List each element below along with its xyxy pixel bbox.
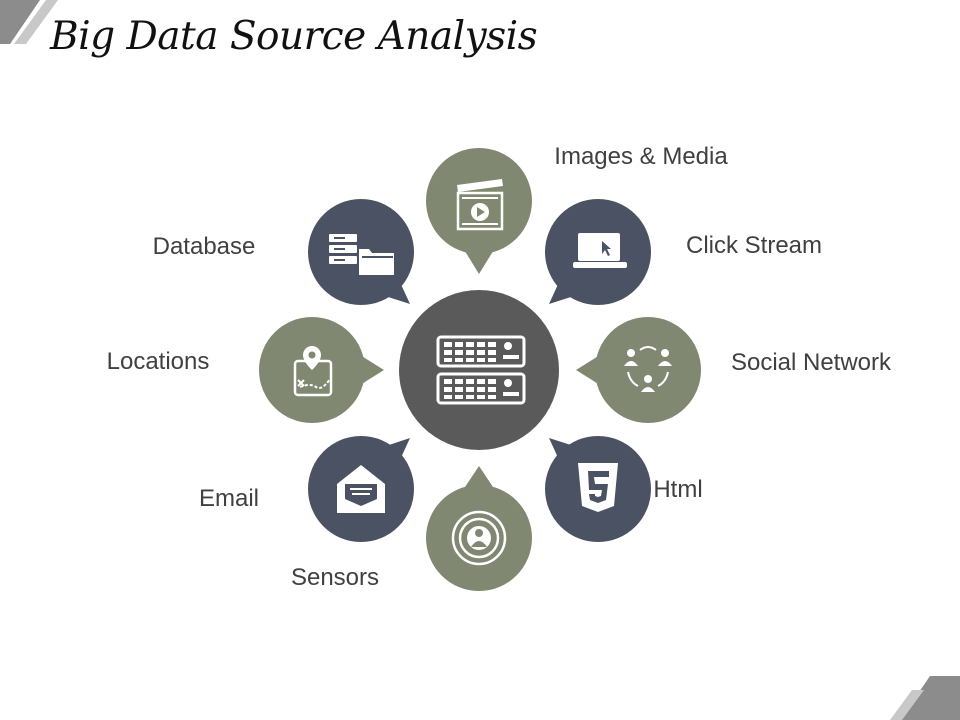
source-node-database	[308, 199, 414, 305]
source-node-locations	[259, 317, 384, 423]
email-envelope-icon	[337, 465, 385, 513]
source-node-email	[308, 436, 414, 542]
label-locations: Locations	[106, 348, 210, 375]
label-database: Database	[152, 233, 256, 260]
sensor-signal-icon	[451, 510, 507, 566]
map-pin-icon	[293, 346, 333, 397]
label-html: Html	[653, 476, 703, 503]
laptop-cursor-icon	[573, 233, 627, 268]
source-node-images-media	[426, 148, 532, 274]
server-rack-icon	[436, 335, 526, 405]
label-email: Email	[198, 485, 260, 512]
page-title: Big Data Source Analysis	[50, 14, 538, 59]
database-folder-icon	[329, 234, 394, 275]
html5-icon	[578, 463, 618, 512]
label-click-stream: Click Stream	[685, 232, 823, 259]
label-social-network: Social Network	[730, 349, 892, 376]
video-clapper-icon	[456, 179, 504, 231]
source-node-html	[545, 436, 651, 542]
source-node-social-network	[576, 317, 701, 423]
source-node-click-stream	[545, 199, 651, 305]
hub-node	[399, 290, 559, 450]
corner-decoration-bottom-right	[890, 676, 960, 720]
corner-decoration-top-left	[0, 0, 58, 44]
label-images-media: Images & Media	[554, 143, 728, 170]
source-node-sensors	[426, 466, 532, 591]
label-sensors: Sensors	[290, 564, 380, 591]
people-network-icon	[624, 346, 672, 392]
